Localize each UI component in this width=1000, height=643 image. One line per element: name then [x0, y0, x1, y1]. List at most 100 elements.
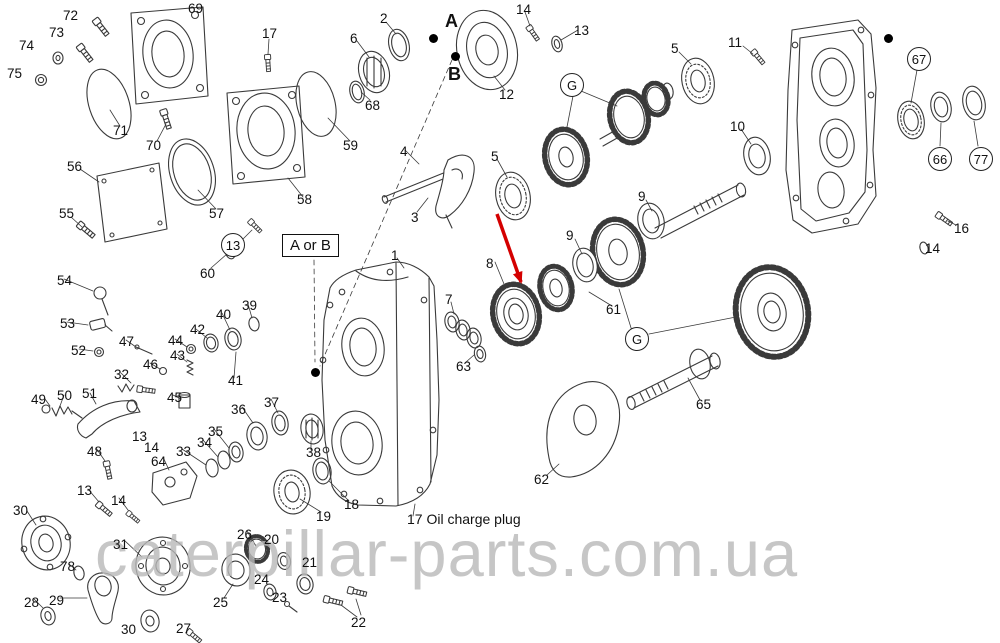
- part-label-12: 12: [499, 87, 515, 102]
- part-label-6: 6: [350, 31, 358, 46]
- part-label-71: 71: [113, 123, 129, 138]
- reference-lines: [313, 59, 453, 367]
- hub-12: [455, 9, 519, 91]
- cover-62: [546, 381, 621, 478]
- part-label-23: 23: [272, 590, 288, 605]
- fitting-53: [89, 318, 113, 332]
- part-30-small: [140, 609, 160, 633]
- part-label-31: 31: [113, 537, 129, 552]
- ring-36: [246, 421, 268, 451]
- part-label-30: 30: [13, 503, 29, 518]
- housing-right: [785, 19, 877, 234]
- leader-lines: [26, 11, 979, 618]
- part-label-16: 16: [954, 221, 970, 236]
- part-label-77: 77: [969, 147, 993, 171]
- part-label-61: 61: [606, 302, 622, 317]
- part-label-40: 40: [216, 307, 232, 322]
- washer-78: [73, 565, 85, 581]
- part-label-33: 33: [176, 444, 192, 459]
- part-label-14: 14: [516, 2, 532, 17]
- part-label-74: 74: [19, 38, 35, 53]
- synchro-ring: [537, 263, 575, 313]
- ring-77: [962, 85, 986, 121]
- part-label-75: 75: [7, 66, 23, 81]
- part-label-37: 37: [264, 395, 280, 410]
- nut-52: [93, 346, 105, 358]
- cover-58: [226, 85, 306, 185]
- part-label-17-oil-charge-plug: 17 Oil charge plug: [407, 511, 521, 527]
- hub-25: [221, 553, 251, 587]
- part-label-13: 13: [77, 483, 93, 498]
- ball-stud-54: [93, 286, 109, 316]
- part-label-68: 68: [365, 98, 381, 113]
- part-label-43: 43: [170, 348, 186, 363]
- part-label-13: 13: [221, 233, 245, 257]
- part-label-50: 50: [57, 388, 73, 403]
- washer-14-right: [919, 241, 929, 255]
- part-label-35: 35: [208, 424, 224, 439]
- gear-large: [732, 264, 812, 360]
- washer-44: [185, 343, 197, 355]
- ring-18: [312, 457, 332, 485]
- part-label-52: 52: [71, 343, 87, 358]
- part-label-62: 62: [534, 472, 550, 487]
- part-label-25: 25: [213, 595, 229, 610]
- part-label-44: 44: [168, 333, 184, 348]
- washer-46: [158, 366, 168, 376]
- spline-26: [243, 534, 271, 564]
- shift-fork-3-4: [381, 154, 475, 229]
- part-label-36: 36: [231, 402, 247, 417]
- part-label-59: 59: [343, 138, 359, 153]
- ring-34: [217, 450, 231, 470]
- bearing-19: [273, 469, 311, 515]
- part-label-45: 45: [167, 390, 183, 405]
- part-label-78: 78: [60, 559, 76, 574]
- part-label-60: 60: [200, 266, 216, 281]
- part-label-18: 18: [344, 497, 360, 512]
- part-label-20: 20: [264, 532, 280, 547]
- part-label-57: 57: [209, 206, 225, 221]
- part-label-29: 29: [49, 593, 65, 608]
- ring-63: [473, 345, 487, 363]
- oring-59: [295, 71, 337, 137]
- washer-74: [52, 51, 64, 65]
- part-label-69: 69: [188, 1, 204, 16]
- bearing-38: [300, 413, 324, 445]
- part-label-48: 48: [87, 444, 103, 459]
- pin-23: [283, 600, 298, 613]
- ring-42: [203, 333, 219, 353]
- part-label-24: 24: [254, 572, 270, 587]
- part-label-46: 46: [143, 357, 159, 372]
- ring-2: [388, 28, 410, 62]
- gear-top-g: [541, 126, 591, 188]
- part-label-28: 28: [24, 595, 40, 610]
- part-label-30: 30: [121, 622, 137, 637]
- ref-dot: [429, 34, 438, 43]
- ref-dot: [884, 34, 893, 43]
- part-label-49: 49: [31, 392, 47, 407]
- part-label-38: 38: [306, 445, 322, 460]
- part-label-26: 26: [237, 527, 253, 542]
- part-label-41: 41: [228, 373, 244, 388]
- part-label-64: 64: [151, 454, 167, 469]
- part-label-51: 51: [82, 386, 98, 401]
- output-shaft-65: [626, 348, 721, 410]
- part-label-13: 13: [574, 23, 590, 38]
- ref-dot: [311, 368, 320, 377]
- part-label-70: 70: [146, 138, 162, 153]
- pinion-shaft: [654, 182, 747, 239]
- ring-37: [271, 410, 289, 436]
- part-label-b: B: [448, 64, 461, 84]
- part-label-32: 32: [114, 367, 130, 382]
- part-label-19: 19: [316, 509, 332, 524]
- ring-9a: [637, 202, 665, 240]
- part-label-13: 13: [132, 429, 148, 444]
- part-label-a-or-b: A or B: [282, 234, 339, 257]
- part-label-27: 27: [176, 621, 192, 636]
- spring-50: [51, 405, 83, 419]
- part-label-9: 9: [638, 189, 646, 204]
- part-label-14: 14: [144, 440, 160, 455]
- part-label-65: 65: [696, 397, 712, 412]
- ring-39: [248, 316, 260, 332]
